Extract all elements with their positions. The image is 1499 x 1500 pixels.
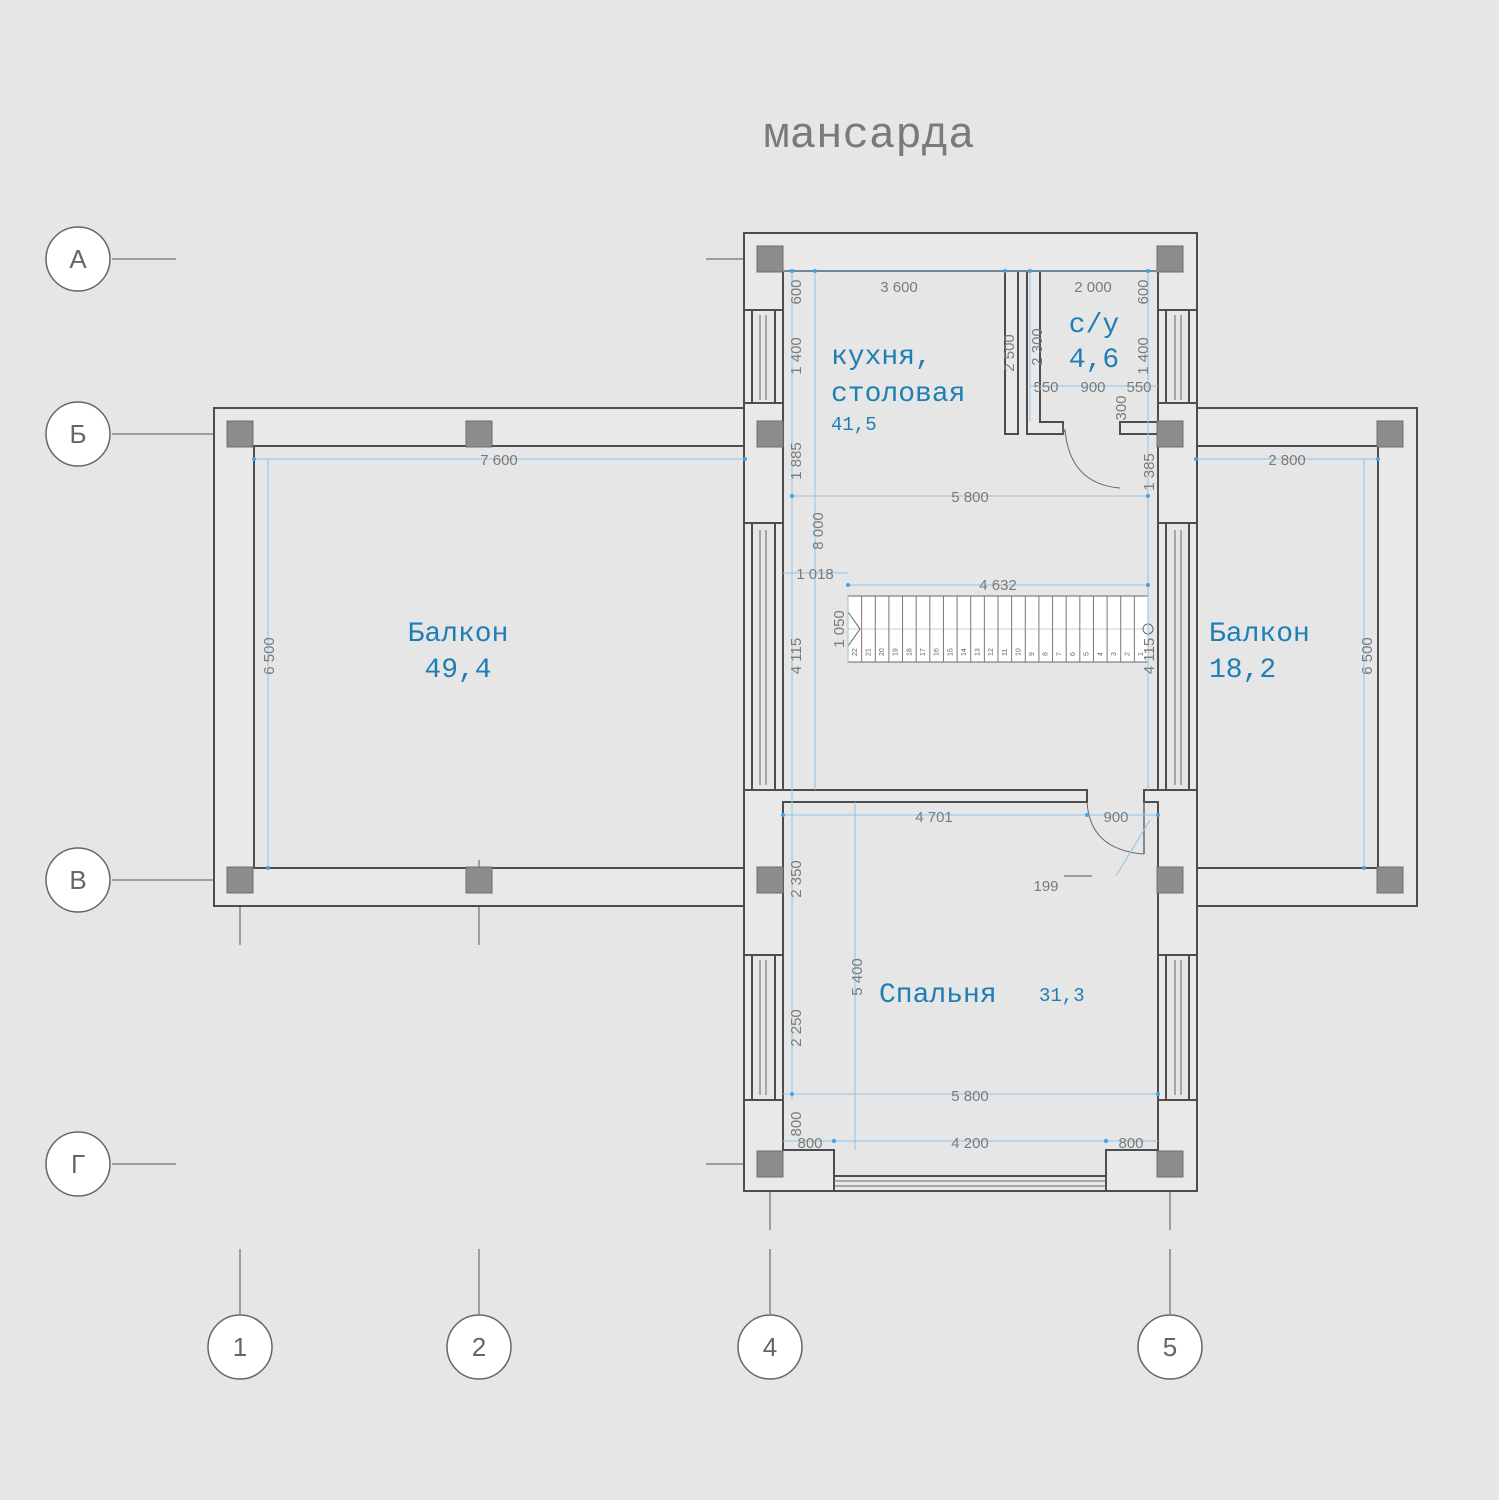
stair-step-number: 14 (961, 648, 968, 656)
dim-text: 600 (788, 279, 805, 304)
room-area: 18,2 (1209, 655, 1276, 686)
dim-text: 4 701 (915, 809, 953, 826)
dim-text: 4 115 (1141, 638, 1158, 674)
walls (213, 232, 1418, 1192)
dim-text: 600 (1135, 279, 1152, 304)
dim-text: 6 500 (261, 637, 278, 675)
axis-label: 1 (233, 1332, 247, 1362)
dim-text: 4 115 (788, 638, 805, 674)
dim-text: 550 (1126, 379, 1151, 396)
dim-text: 1 400 (788, 337, 805, 375)
stair-step-number: 22 (852, 648, 859, 656)
doors (1062, 425, 1145, 855)
dim-text: 2 300 (1029, 328, 1046, 366)
stair-step-number: 10 (1015, 648, 1022, 656)
stair-step-number: 6 (1070, 652, 1077, 656)
dim-text: 4 632 (979, 577, 1017, 594)
room-area: 4,6 (1069, 345, 1119, 376)
stair-step-number: 5 (1084, 652, 1091, 656)
dim-text: 900 (1103, 809, 1128, 826)
dim-text: 1 400 (1135, 337, 1152, 375)
dim-text: 800 (788, 1111, 805, 1136)
axis-bubble-Г: Г (45, 1131, 111, 1197)
dimension-texts: 3 600 2 000 600 600 1 400 1 400 2 500 2 … (261, 279, 1376, 1152)
room-name: Балкон (1209, 619, 1310, 650)
axis-label: 5 (1163, 1332, 1177, 1362)
stair-step-number: 19 (893, 648, 900, 656)
dim-text: 550 (1033, 379, 1058, 396)
windows (759, 315, 1182, 1187)
dim-text: 2 000 (1074, 279, 1112, 296)
dim-text: 2 250 (788, 1009, 805, 1047)
plan-title: мансарда (763, 111, 974, 161)
room-area: 31,3 (1039, 985, 1085, 1007)
axis-bubble-4: 4 (737, 1314, 803, 1380)
axis-label: Б (69, 419, 86, 449)
axis-bubble-Б: Б (45, 401, 111, 467)
axis-label: А (69, 244, 87, 274)
axis-label: Г (71, 1149, 85, 1179)
axis-bubble-А: А (45, 226, 111, 292)
axis-bubble-5: 5 (1137, 1314, 1203, 1380)
stair-step-number: 1 (1138, 652, 1145, 656)
stair-step-number: 15 (947, 648, 954, 656)
axis-bubble-2: 2 (446, 1314, 512, 1380)
dim-text: 4 200 (951, 1135, 989, 1152)
dim-text: 1 385 (1141, 453, 1158, 491)
stair-step-number: 2 (1125, 652, 1132, 656)
dim-text: 5 800 (951, 489, 989, 506)
dim-text: 1 050 (831, 610, 848, 648)
dim-text: 900 (1080, 379, 1105, 396)
axis-label: В (69, 865, 86, 895)
dimension-lines (254, 270, 1378, 1150)
dim-text: 7 600 (480, 452, 518, 469)
stair-step-number: 20 (879, 648, 886, 656)
room-labels: кухня, столовая 41,5 с/у 4,6 Балкон 49,4… (408, 310, 1310, 1011)
stair-step-number: 18 (906, 648, 913, 656)
stair-step-number: 11 (1002, 649, 1009, 656)
dim-text: 800 (1118, 1135, 1143, 1152)
dim-text: 199 (1033, 878, 1058, 895)
stair-step-number: 8 (1043, 652, 1050, 656)
dim-text: 800 (797, 1135, 822, 1152)
dim-text: 2 350 (788, 860, 805, 898)
dim-text: 8 000 (810, 512, 827, 550)
axis-label: 2 (472, 1332, 486, 1362)
stair-step-number: 13 (975, 648, 982, 656)
dim-text: 1 018 (796, 566, 834, 583)
room-area: 49,4 (424, 655, 491, 686)
dim-text: 6 500 (1359, 637, 1376, 675)
room-name: с/у (1069, 310, 1119, 341)
stair-step-number: 12 (988, 648, 995, 656)
stair-step-number: 7 (1056, 652, 1063, 656)
room-name: кухня, (831, 342, 932, 373)
stair-step-number: 21 (865, 648, 872, 656)
room-name: Балкон (408, 619, 509, 650)
dim-text: 2 500 (1001, 334, 1018, 372)
stair-step-number: 4 (1097, 652, 1104, 656)
dimension-ticks (252, 269, 1380, 1143)
room-name: столовая (831, 379, 965, 410)
dim-text: 5 800 (951, 1088, 989, 1105)
dim-text: 2 800 (1268, 452, 1306, 469)
stair-step-number: 3 (1111, 652, 1118, 656)
columns (226, 245, 1404, 1178)
stair-step-number: 9 (1029, 652, 1036, 656)
dim-text: 5 400 (849, 958, 866, 996)
axis-bubble-1: 1 (207, 1314, 273, 1380)
dim-text: 1 885 (788, 442, 805, 480)
axis-bubble-В: В (45, 847, 111, 913)
stair-step-number: 16 (934, 648, 941, 656)
room-name: Спальня (879, 980, 997, 1011)
stair-step-number: 17 (920, 648, 927, 656)
room-area: 41,5 (831, 414, 877, 436)
dim-text: 3 600 (880, 279, 918, 296)
dim-text: 300 (1113, 395, 1130, 420)
axis-label: 4 (763, 1332, 777, 1362)
